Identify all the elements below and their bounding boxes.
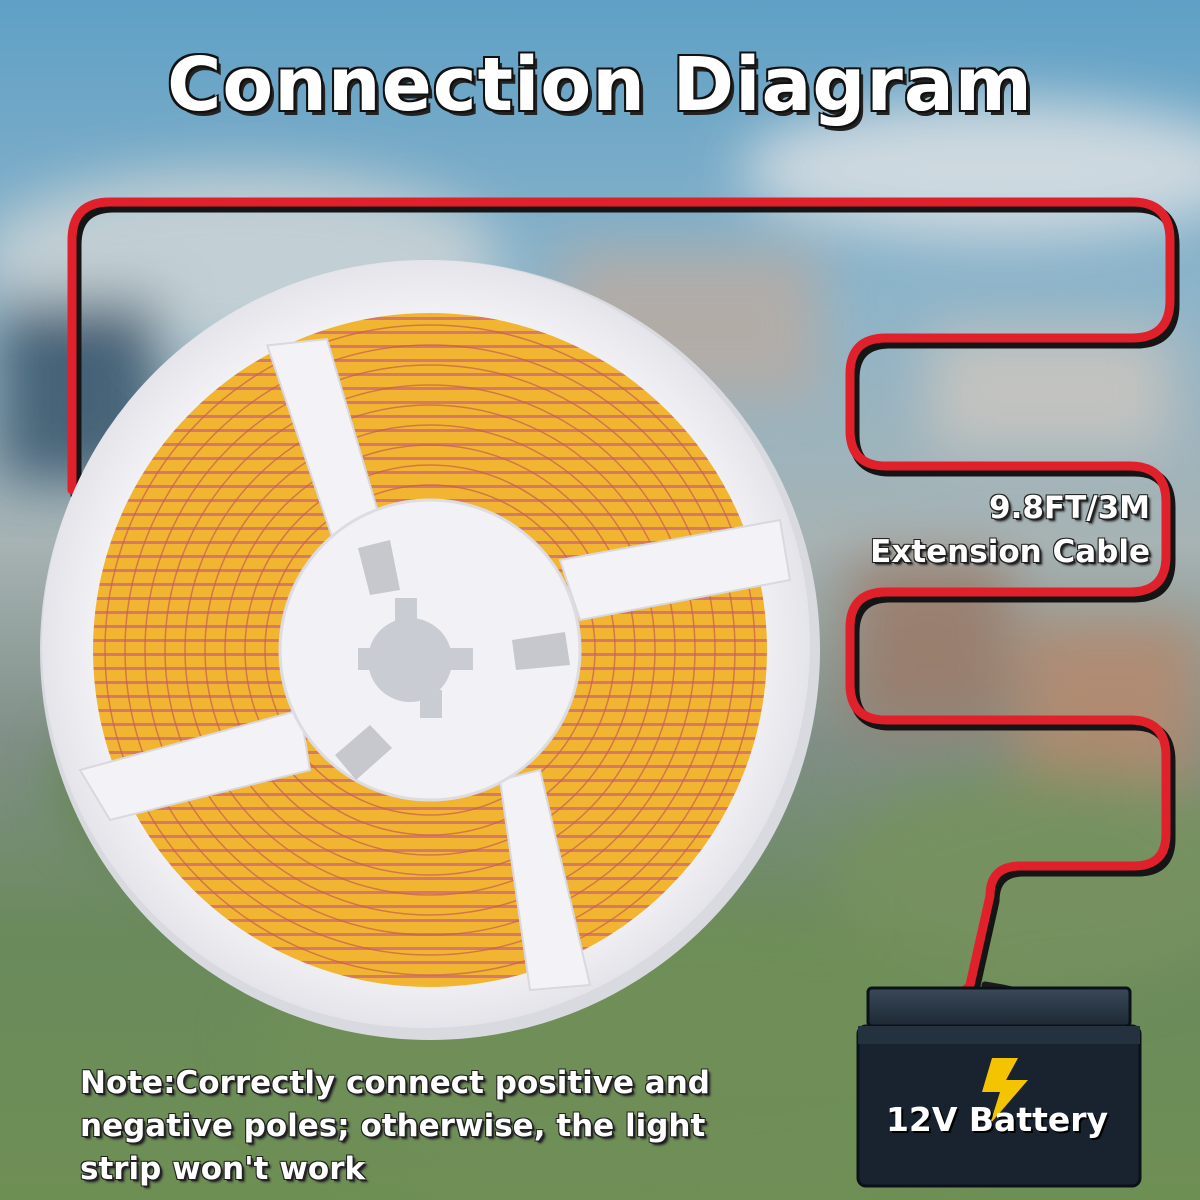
battery-icon xyxy=(856,986,1142,1188)
cable-length-label: 9.8FT/3M xyxy=(989,490,1150,526)
lightning-bolt-icon xyxy=(982,1058,1028,1124)
battery-label: 12V Battery xyxy=(885,1100,1109,1139)
note-line-2: negative poles; otherwise, the light xyxy=(80,1108,706,1144)
page-title: Connection Diagram xyxy=(167,42,1033,128)
note-line-3: strip won't work xyxy=(80,1151,366,1187)
note-line-1: Note:Correctly connect positive and xyxy=(80,1065,710,1101)
polarity-note: Note:Correctly connect positive and nega… xyxy=(80,1062,800,1191)
cable-type-label: Extension Cable xyxy=(870,534,1150,570)
led-strip-reel-icon xyxy=(40,260,820,1040)
